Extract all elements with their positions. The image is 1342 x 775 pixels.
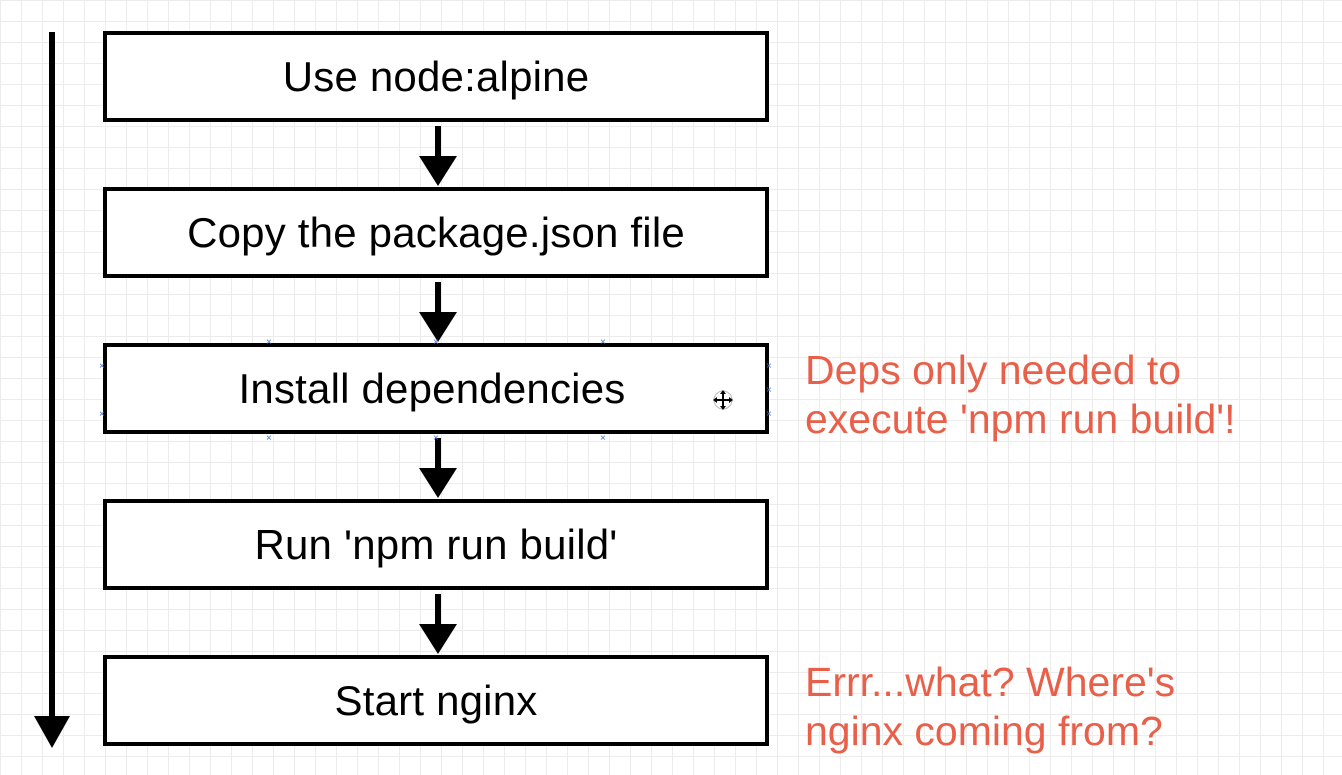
annotation-deps-note: Deps only needed to execute 'npm run bui… xyxy=(805,346,1235,444)
connector-arrow-1 xyxy=(419,126,457,186)
step-box-start-nginx[interactable]: Start nginx xyxy=(103,655,769,746)
connector-arrow-2 xyxy=(419,282,457,342)
step-box-use-node-alpine[interactable]: Use node:alpine xyxy=(103,31,769,122)
selection-handle-icon[interactable]: × xyxy=(266,433,272,444)
selection-handle-icon[interactable]: × xyxy=(766,385,772,396)
step-box-install-dependencies[interactable]: Install dependencies xyxy=(103,343,769,434)
step-label: Use node:alpine xyxy=(282,52,590,100)
selection-handle-icon[interactable]: × xyxy=(600,337,606,348)
annotation-nginx-note: Errr...what? Where's nginx coming from? xyxy=(805,658,1175,756)
step-label: Copy the package.json file xyxy=(187,208,685,256)
down-arrow-icon xyxy=(419,312,457,342)
timeline-arrow-icon xyxy=(34,716,70,748)
connector-arrow-3 xyxy=(419,438,457,498)
connector-arrow-4 xyxy=(419,594,457,654)
selection-handle-icon[interactable]: × xyxy=(433,337,439,348)
step-box-run-npm-build[interactable]: Run 'npm run build' xyxy=(103,499,769,590)
move-cursor-icon xyxy=(713,390,733,410)
selection-handle-icon[interactable]: × xyxy=(99,409,105,420)
annotation-line: Errr...what? Where's xyxy=(805,659,1176,705)
annotation-line: Deps only needed to xyxy=(805,347,1182,393)
step-label: Run 'npm run build' xyxy=(254,520,618,568)
step-label: Install dependencies xyxy=(238,364,626,412)
selection-handle-icon[interactable]: × xyxy=(766,361,772,372)
down-arrow-icon xyxy=(419,624,457,654)
step-box-copy-package-json[interactable]: Copy the package.json file xyxy=(103,187,769,278)
selection-handle-icon[interactable]: × xyxy=(600,433,606,444)
selection-handle-icon[interactable]: × xyxy=(99,361,105,372)
down-arrow-icon xyxy=(419,156,457,186)
step-label: Start nginx xyxy=(334,676,538,724)
annotation-line: execute 'npm run build'! xyxy=(805,396,1236,442)
selection-handle-icon[interactable]: × xyxy=(433,433,439,444)
annotation-line: nginx coming from? xyxy=(805,708,1163,754)
down-arrow-icon xyxy=(419,468,457,498)
selection-handle-icon[interactable]: × xyxy=(766,409,772,420)
selection-handle-icon[interactable]: × xyxy=(266,337,272,348)
